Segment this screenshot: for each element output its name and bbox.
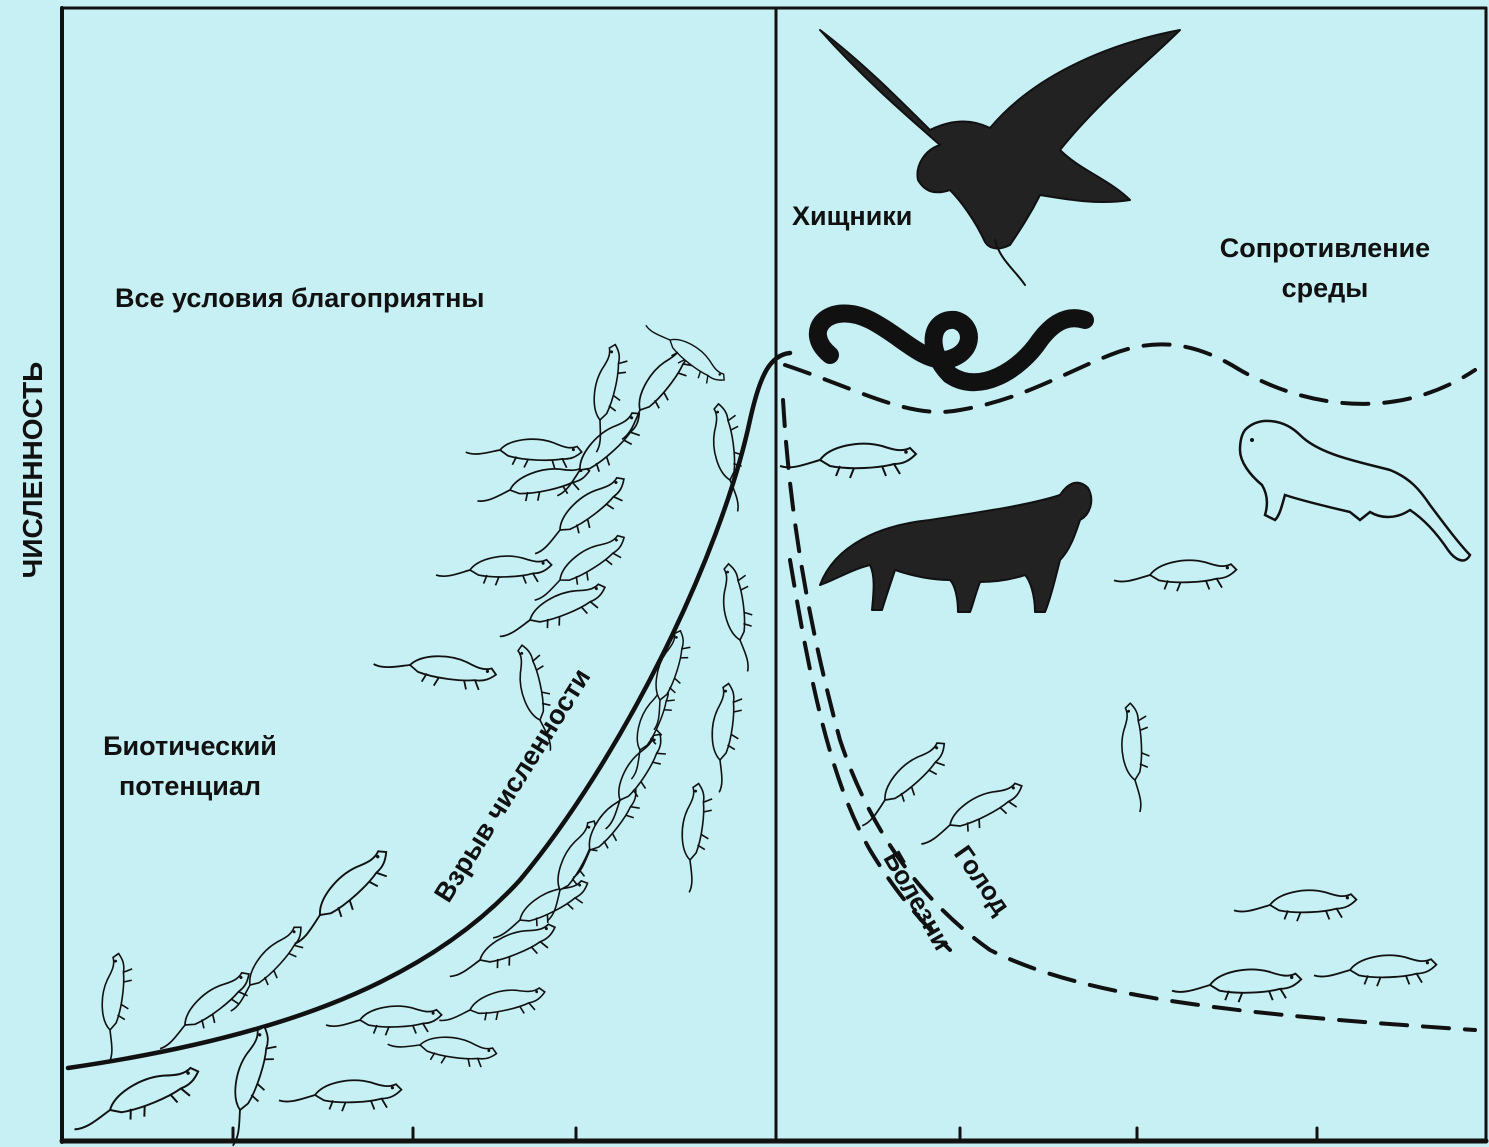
- rodent-icon: [67, 1062, 207, 1141]
- rodent-icon: [1114, 560, 1236, 591]
- rodent-icon: [465, 433, 583, 472]
- snake-icon: [818, 313, 1085, 382]
- rodent-icon: [326, 1006, 442, 1035]
- rodent-icon: [436, 556, 552, 585]
- rodent-icon: [720, 562, 757, 673]
- rodent-icon: [218, 921, 314, 1017]
- predators-label: Хищники: [792, 201, 912, 231]
- rodent-icon: [372, 644, 498, 696]
- weasel-icon: [1240, 421, 1470, 561]
- environmental-resistance-label-line1: Сопротивление: [1220, 233, 1430, 263]
- rodent-icon: [1314, 955, 1436, 986]
- y-axis-label: ЧИСЛЕННОСТЬ: [17, 362, 48, 579]
- rodent-icon: [1234, 890, 1356, 921]
- favorable-conditions-label: Все условия благоприятны: [115, 283, 484, 313]
- fox-icon: [820, 483, 1091, 612]
- environmental-resistance-curve: [785, 344, 1475, 412]
- rodent-icon: [279, 1080, 401, 1111]
- rodent-icon: [436, 984, 548, 1030]
- biotic-potential-label-line2: потенциал: [119, 771, 261, 801]
- hunger-label: Голод: [948, 840, 1017, 921]
- rodent-icon: [702, 682, 748, 794]
- rodent-icon: [672, 782, 718, 894]
- biotic-potential-label-line1: Биотический: [103, 731, 277, 761]
- environmental-resistance-label-line2: среды: [1282, 273, 1369, 303]
- rodent-icon: [443, 919, 562, 986]
- rodent-icon: [214, 1024, 285, 1147]
- rodent-icon: [1122, 703, 1149, 812]
- rodent-icon: [92, 952, 138, 1064]
- eagle-icon: [820, 30, 1180, 285]
- rodents-right: [780, 444, 1436, 1002]
- rodent-icon: [493, 579, 612, 646]
- biotic-potential-curve: [68, 353, 790, 1068]
- rodent-icon: [1172, 969, 1301, 1002]
- rodent-icon: [386, 1027, 498, 1073]
- rodent-icon: [780, 444, 916, 478]
- rodent-icon: [850, 737, 957, 834]
- diseases-label: Болезни: [878, 846, 959, 956]
